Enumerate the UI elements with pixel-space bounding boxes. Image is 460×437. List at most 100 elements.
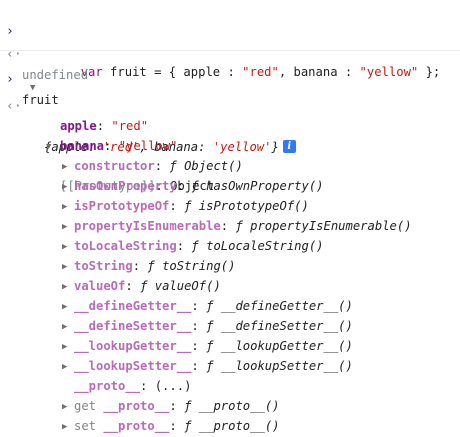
collapsed-triangle-icon[interactable]: ▶ — [62, 402, 68, 412]
function-symbol: ƒ — [191, 179, 199, 193]
collapsed-triangle-icon[interactable]: ▶ — [62, 322, 68, 332]
prototype-member-row[interactable]: ▶valueOf: ƒ valueOf() — [0, 276, 460, 296]
console-input-line-1[interactable]: › var fruit = { apple : "red", banana : … — [0, 2, 460, 79]
string-literal-red: "red" — [242, 65, 279, 79]
collapsed-triangle-icon[interactable]: ▶ — [62, 262, 68, 272]
prototype-member-row[interactable]: ▶isPrototypeOf: ƒ isPrototypeOf() — [0, 196, 460, 216]
object-summary-row[interactable]: ‹· ▼ {apple: 'red', banana: 'yellow'}i — [0, 77, 460, 154]
member-key: constructor — [74, 159, 155, 173]
member-key: valueOf — [74, 279, 126, 293]
preview-banana-value: 'yellow' — [212, 140, 272, 154]
return-arrow-icon: ‹· — [6, 99, 22, 114]
collapsed-triangle-icon[interactable]: ▶ — [62, 302, 68, 312]
member-key: __lookupSetter__ — [74, 359, 192, 373]
prototype-member-row[interactable]: ▶toLocaleString: ƒ toLocaleString() — [0, 236, 460, 256]
return-arrow-icon: ‹· — [6, 47, 22, 62]
input-code-2: fruit — [22, 93, 59, 107]
function-symbol: ƒ — [191, 239, 199, 253]
preview-close: } — [271, 140, 279, 154]
member-key: __lookupGetter__ — [74, 339, 192, 353]
member-key: propertyIsEnumerable — [74, 219, 221, 233]
getter-prefix: get — [74, 399, 104, 413]
function-symbol: ƒ — [206, 319, 214, 333]
prototype-member-row[interactable]: ▶__defineGetter__: ƒ __defineGetter__() — [0, 296, 460, 316]
member-key: hasOwnProperty — [74, 179, 177, 193]
console-entry-input-1: › var fruit = { apple : "red", banana : … — [0, 0, 460, 82]
keyword-var: var — [80, 65, 103, 79]
function-symbol: ƒ — [184, 399, 192, 413]
collapsed-triangle-icon[interactable]: ▶ — [62, 202, 68, 212]
collapsed-triangle-icon[interactable]: ▶ — [62, 422, 68, 432]
prototype-member-row[interactable]: ▶__lookupGetter__: ƒ __lookupGetter__() — [0, 336, 460, 356]
expanded-triangle-icon[interactable]: ▼ — [46, 142, 52, 152]
member-function: Object() — [184, 159, 243, 173]
object-preview: {apple: 'red', banana: 'yellow'}i — [44, 137, 296, 157]
property-key: banana — [60, 139, 105, 153]
collapsed-triangle-icon[interactable]: ▶ — [62, 242, 68, 252]
property-key: apple — [60, 119, 97, 133]
setter-row[interactable]: ▶set __proto__: ƒ __proto__() — [0, 416, 460, 436]
member-function: valueOf() — [154, 279, 221, 293]
property-row-banana: banana: "yellow" — [60, 139, 178, 153]
code-fragment: fruit = { apple : — [102, 65, 243, 79]
member-key: __proto__ — [74, 379, 141, 393]
function-symbol: ƒ — [206, 299, 214, 313]
member-key: __defineGetter__ — [74, 299, 192, 313]
member-function: hasOwnProperty() — [206, 179, 324, 193]
member-function: isPrototypeOf() — [198, 199, 309, 213]
member-key: isPrototypeOf — [74, 199, 170, 213]
collapsed-triangle-icon[interactable]: ▶ — [62, 162, 68, 172]
member-function: __defineSetter__() — [220, 319, 353, 333]
prototype-member-row[interactable]: ▶__defineSetter__: ƒ __defineSetter__() — [0, 316, 460, 336]
collapsed-triangle-icon[interactable]: ▶ — [62, 222, 68, 232]
function-symbol: ƒ — [184, 419, 192, 433]
preview-sep: , banana: — [139, 140, 213, 154]
prototype-member-row[interactable]: ▶__lookupSetter__: ƒ __lookupSetter__() — [0, 356, 460, 376]
prototype-member-row[interactable]: ▶hasOwnProperty: ƒ hasOwnProperty() — [0, 176, 460, 196]
string-literal-yellow: "yellow" — [359, 65, 419, 79]
prototype-value: : Object — [155, 179, 215, 193]
code-fragment: , banana : — [278, 65, 360, 79]
member-function: propertyIsEnumerable() — [250, 219, 412, 233]
expanded-triangle-icon[interactable]: ▼ — [30, 83, 36, 93]
member-function: toLocaleString() — [206, 239, 324, 253]
function-symbol: ƒ — [169, 159, 177, 173]
member-key: toString — [74, 259, 133, 273]
prototype-member-row[interactable]: ▶toString: ƒ toString() — [0, 256, 460, 276]
prompt-chevron-icon: › — [6, 24, 14, 39]
preview-open: {apple: — [44, 140, 103, 154]
getter-row[interactable]: ▶get __proto__: ƒ __proto__() — [0, 396, 460, 416]
member-function: __lookupSetter__() — [220, 359, 353, 373]
function-symbol: ƒ — [184, 199, 192, 213]
setter-prefix: set — [74, 419, 104, 433]
collapsed-triangle-icon[interactable]: ▶ — [62, 282, 68, 292]
function-symbol: ƒ — [235, 219, 243, 233]
prototype-member-row[interactable]: ▶constructor: ƒ Object() — [0, 156, 460, 176]
info-icon[interactable]: i — [282, 140, 296, 153]
console-result-line-1: ‹· undefined — [0, 25, 460, 82]
collapsed-triangle-icon[interactable]: ▶ — [62, 342, 68, 352]
console-input-line-2[interactable]: › fruit — [0, 50, 460, 107]
member-function: toString() — [162, 259, 236, 273]
prompt-chevron-icon: › — [6, 72, 14, 87]
input-code-1: var fruit = { apple : "red", banana : "y… — [22, 42, 441, 102]
member-function: __lookupGetter__() — [220, 339, 353, 353]
code-fragment: }; — [418, 65, 441, 79]
function-symbol: ƒ — [147, 259, 155, 273]
property-row-apple: apple: "red" — [60, 119, 149, 133]
prototype-row[interactable]: ▼ [[Prototype]]: Object — [0, 136, 460, 193]
proto-accessor-row[interactable]: __proto__: (...) — [0, 376, 460, 396]
member-key: __proto__ — [103, 399, 170, 413]
collapsed-triangle-icon[interactable]: ▶ — [62, 182, 68, 192]
member-value: : (...) — [140, 379, 192, 393]
property-value: "red" — [111, 119, 149, 133]
collapsed-triangle-icon[interactable]: ▶ — [62, 362, 68, 372]
function-symbol: ƒ — [140, 279, 148, 293]
property-value: "yellow" — [118, 139, 178, 153]
member-function: __defineGetter__() — [220, 299, 353, 313]
prototype-member-row[interactable]: ▶propertyIsEnumerable: ƒ propertyIsEnume… — [0, 216, 460, 236]
member-key: toLocaleString — [74, 239, 177, 253]
member-key: __defineSetter__ — [74, 319, 192, 333]
result-undefined: undefined — [22, 68, 89, 82]
